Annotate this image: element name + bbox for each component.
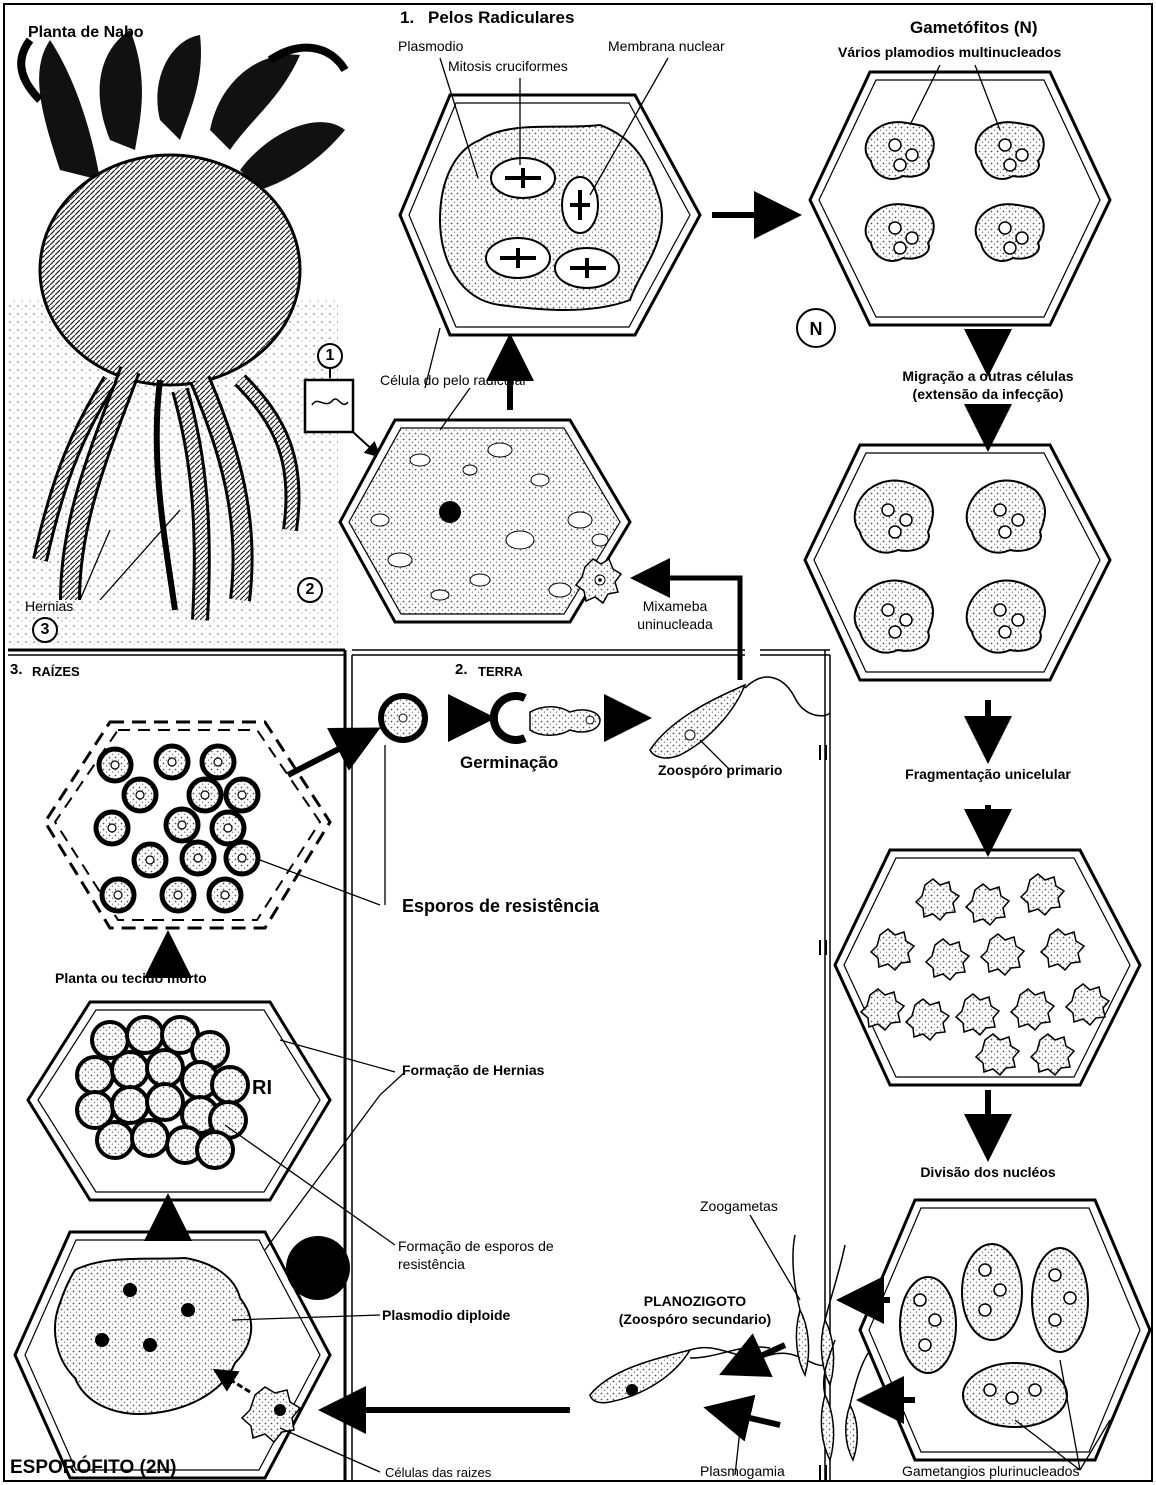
gametophyte-hexagon-1 (810, 72, 1110, 325)
circle-3-label: 3 (33, 622, 57, 638)
celulas-raizes-label: Células das raizes (385, 1465, 491, 1481)
mixameba-line-2: uninucleada (620, 616, 730, 632)
ri-label: RI (252, 1080, 272, 1096)
membrana-label: Membrana nuclear (608, 38, 725, 54)
plasmogamia-label: Plasmogamia (700, 1463, 785, 1479)
gametofitos-label: Gametófitos (N) (910, 20, 1038, 36)
planozigoto-line-2: (Zoospóro secundario) (575, 1311, 815, 1327)
migracao-line-1: Migração a outras células (848, 368, 1128, 384)
migracao-line-2: (extensão da infecção) (848, 386, 1128, 402)
raizes-number: 3. (10, 662, 23, 678)
root-hairs-title: Pelos Radiculares (428, 10, 574, 26)
germinacao-label: Germinação (460, 755, 558, 771)
gametangios-label: Gametangios plurinucleados (902, 1463, 1079, 1479)
root-hair-cell-hexagon (340, 420, 630, 622)
planta-morta-label: Planta ou tecido morto (55, 970, 207, 986)
plasmodium-hexagon (400, 95, 700, 335)
formacao-esporos-line-2: resistência (398, 1256, 465, 1272)
gametangia-hexagon (860, 1200, 1150, 1460)
gametophyte-hexagon-2 (805, 445, 1110, 680)
raizes-title: RAÍZES (32, 664, 80, 680)
resting-spores-hexagon (45, 722, 330, 928)
black-spore (286, 1236, 350, 1300)
zoogametas-label: Zoogametas (700, 1198, 778, 1214)
turnip-illustration (8, 30, 378, 645)
esporofito-label: ESPORÓFITO (2N) (10, 1460, 176, 1476)
plasmodio-label: Plasmodio (398, 38, 463, 54)
terra-number: 2. (455, 662, 468, 678)
esporos-label: Esporos de resistência (402, 898, 599, 914)
mixameba-line-1: Mixameba (620, 598, 730, 614)
mitosis-label: Mitosis cruciformes (448, 58, 568, 74)
diploid-plasmodium-hexagon (15, 1232, 330, 1478)
turnip-plant-label: Planta de Nabo (28, 25, 144, 41)
zoogametes (793, 1235, 870, 1460)
zoosporo-primario-label: Zoospóro primario (658, 762, 782, 778)
zoom-box (305, 380, 353, 432)
circle-2-label: 2 (298, 582, 322, 598)
terra-title: TERRA (478, 664, 523, 680)
haploid-mark: N (796, 308, 836, 348)
hernia-hexagon (28, 1002, 330, 1200)
formacao-esporos-line-1: Formação de esporos de (398, 1238, 554, 1254)
planozigoto-line-1: PLANOZIGOTO (575, 1293, 815, 1309)
varios-label: Vários plamodios multinucleados (838, 44, 1061, 60)
divisao-label: Divisão dos nucléos (848, 1164, 1128, 1180)
root-hairs-number: 1. (400, 10, 414, 26)
fragmentation-hexagon (835, 850, 1140, 1085)
plasmodio-diploide-label: Plasmodio diploide (382, 1307, 510, 1323)
formacao-hernias-label: Formação de Hernias (402, 1062, 544, 1078)
celula-pelo-label: Célula do pelo radicular (380, 372, 527, 388)
fragmentacao-label: Fragmentação unicelular (848, 766, 1128, 782)
circle-1-label: 1 (318, 348, 342, 364)
hernias-label: Hernias (25, 598, 73, 614)
